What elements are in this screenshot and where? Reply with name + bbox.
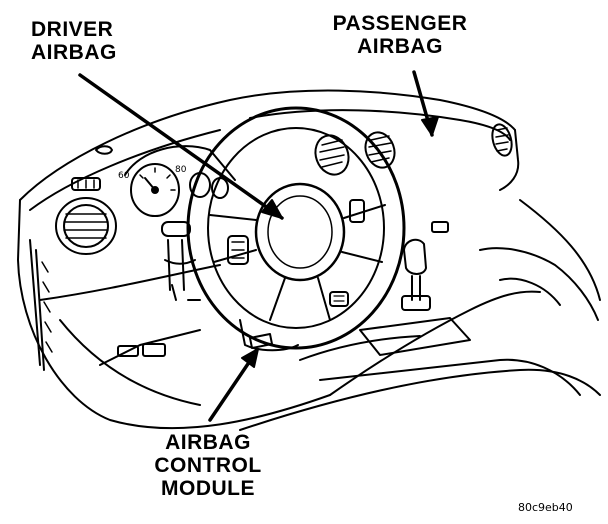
label-line: AIRBAG	[165, 431, 251, 454]
dial-tick-label: 60	[118, 171, 130, 181]
passenger-airbag-label: PASSENGER AIRBAG	[325, 12, 475, 58]
label-line: MODULE	[161, 477, 255, 500]
label-line: DRIVER	[31, 18, 114, 41]
label-line: CONTROL	[154, 454, 262, 477]
driver-airbag-arrow	[78, 73, 284, 220]
airbag-control-module	[249, 333, 273, 349]
driver-airbag-label: DRIVER AIRBAG	[31, 18, 117, 64]
side-vent	[29, 239, 53, 371]
airbag-control-module-label: AIRBAG CONTROL MODULE	[138, 431, 278, 500]
driver-airbag-cover	[254, 182, 346, 282]
figure-code: 80c9eb40	[518, 501, 573, 514]
gear-shifter	[401, 238, 431, 311]
label-line: PASSENGER	[332, 12, 468, 35]
leader-arrows	[78, 70, 439, 422]
label-line: AIRBAG	[357, 35, 443, 58]
dashboard-body	[17, 89, 601, 431]
dial-tick-label: 80	[175, 165, 187, 175]
steering-wheel	[186, 106, 406, 352]
passenger-vents	[314, 123, 513, 233]
left-vent	[55, 197, 117, 255]
label-line: AIRBAG	[31, 41, 117, 64]
